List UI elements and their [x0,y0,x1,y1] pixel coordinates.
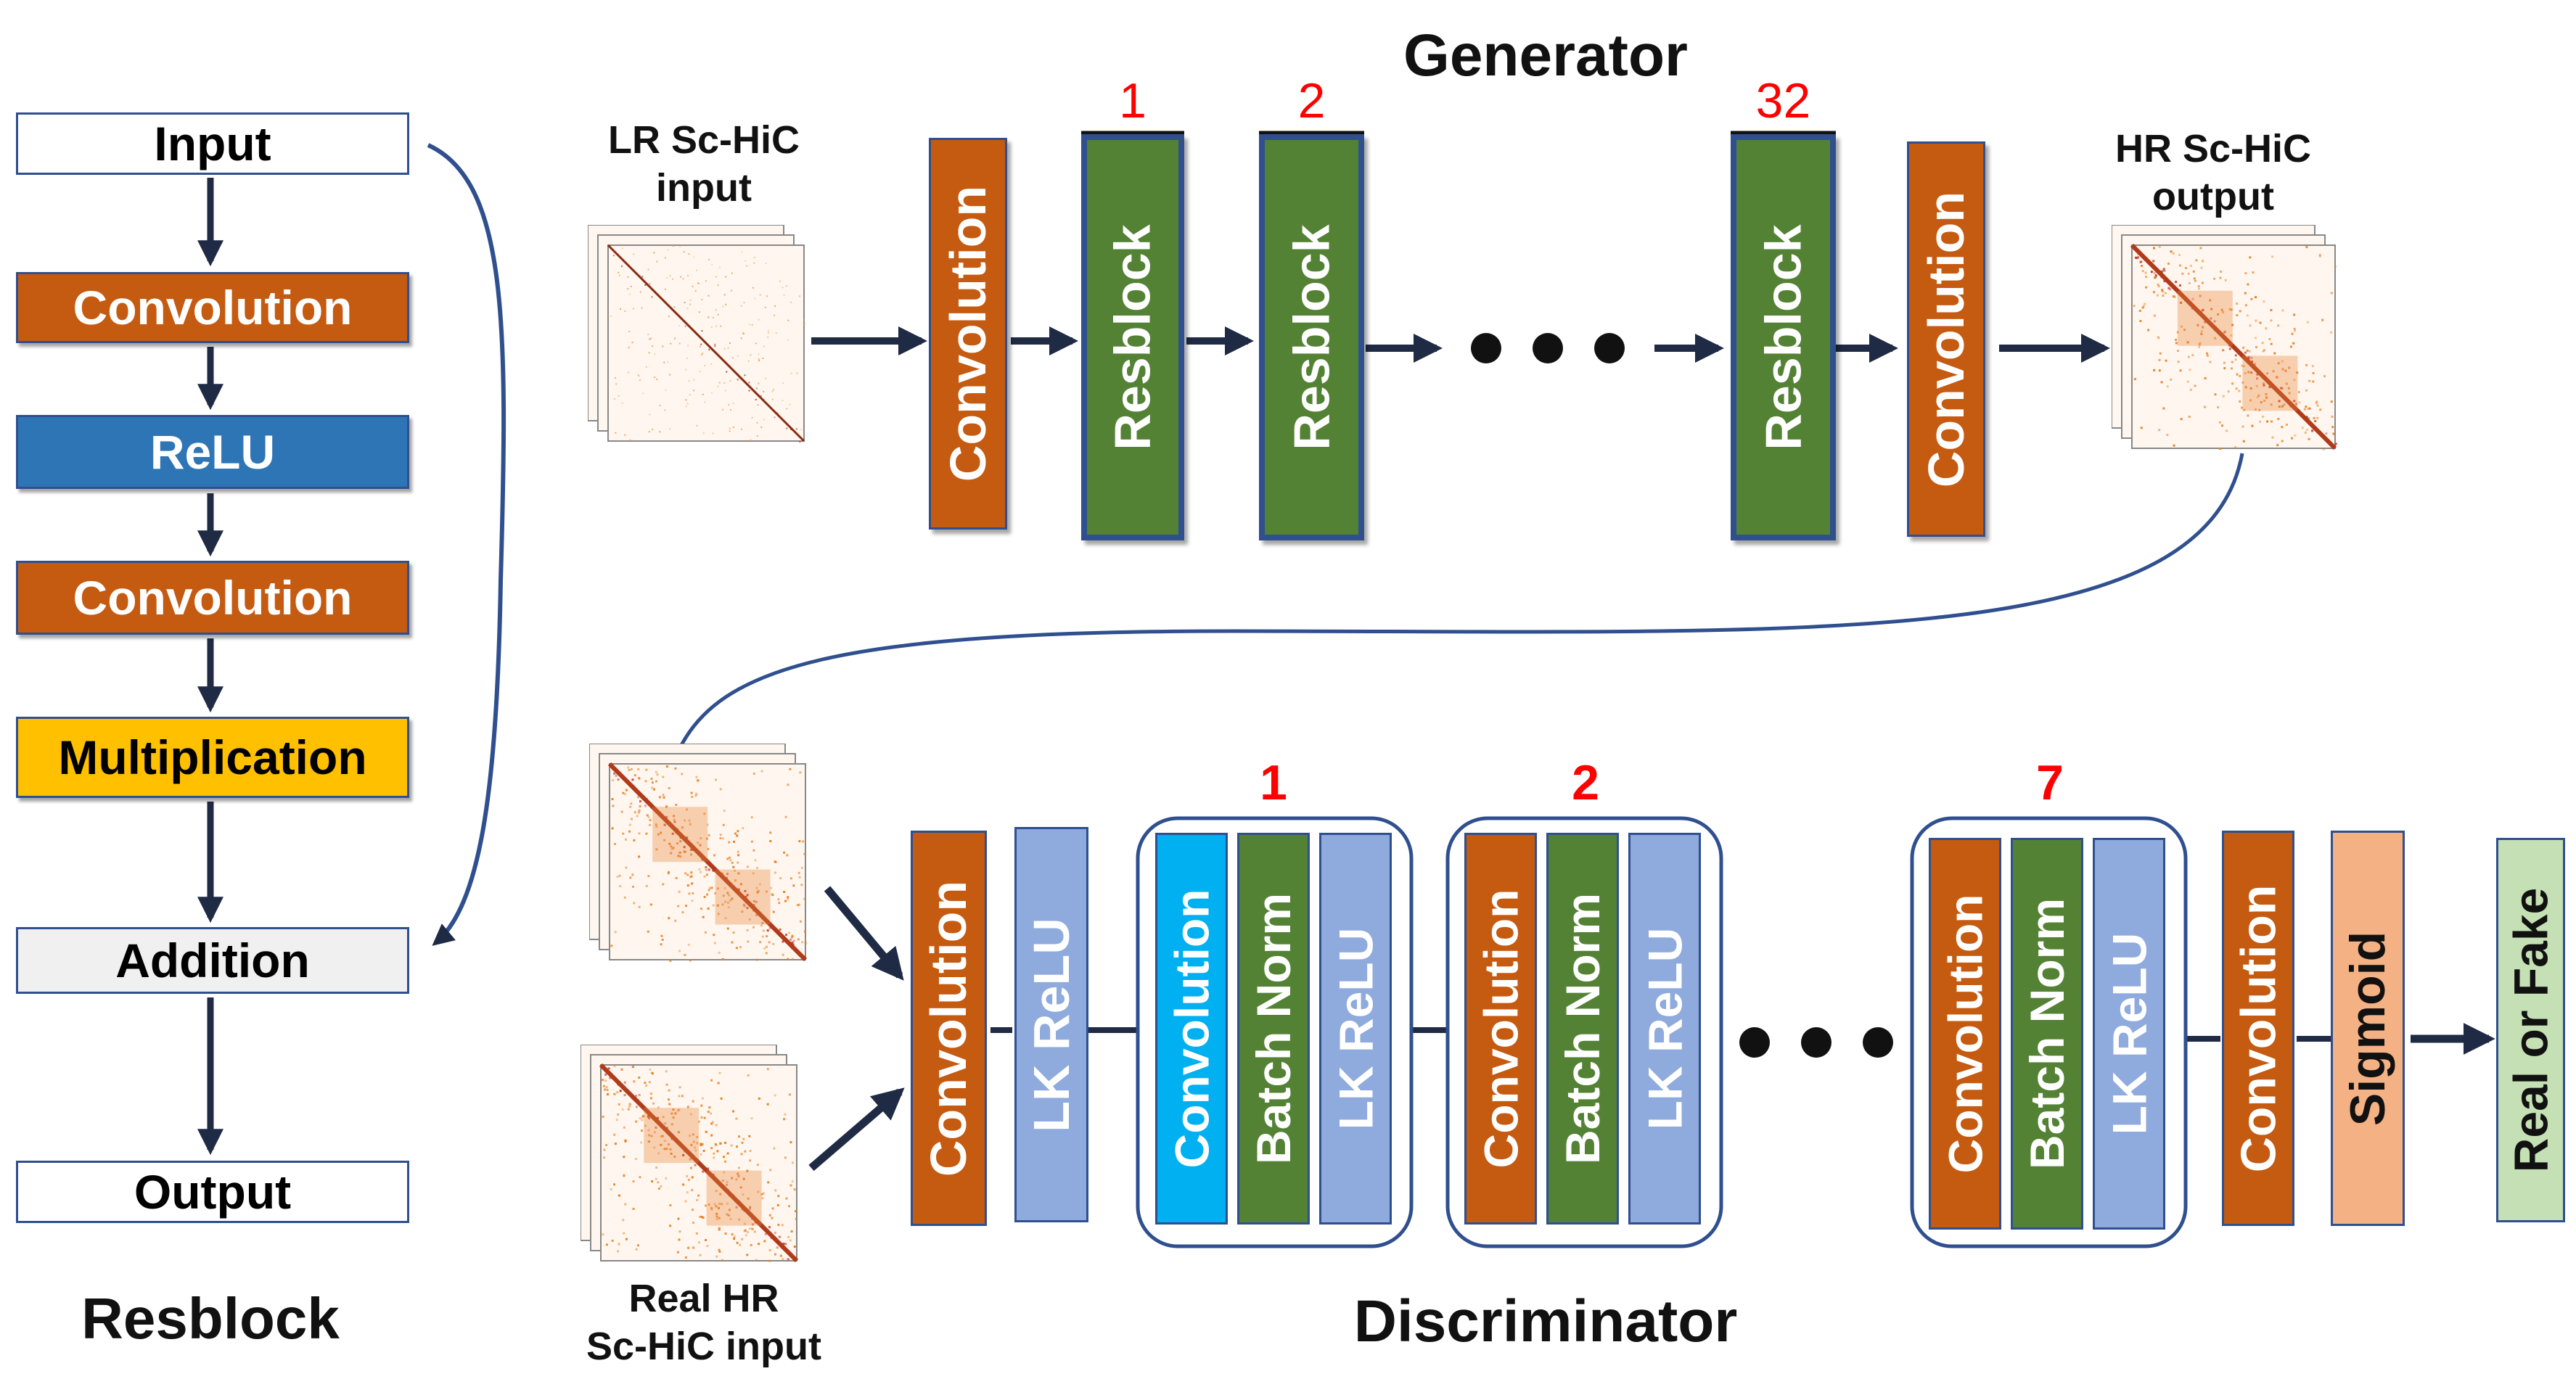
resblock-panel-title: Resblock [81,1286,340,1351]
generator-resblock-index-1: 1 [1119,73,1147,128]
generator-conv-out: Convolution [1907,141,1985,537]
discriminator-block-frames [1136,816,2188,1248]
generator-ellipsis-dots [1471,333,1625,363]
generator-conv-in: Convolution [929,138,1007,530]
generator-to-discriminator-curve [676,453,2244,752]
discriminator-ellipsis-dots [1739,1027,1893,1058]
generator-resblock-index-2: 2 [1297,73,1326,128]
generator-resblock-2: Resblock [1259,134,1364,540]
lr-schic-input-stack [588,225,805,443]
resblock-step-addition-label: Addition [115,934,310,987]
resblock-step-input: Input [16,112,409,175]
generator-resblock-index-32: 32 [1755,73,1811,128]
real-hr-input-stack [581,1045,799,1263]
lr-input-caption-line-2: input [656,166,752,210]
generator-resblock-2-label: Resblock [1283,224,1340,450]
hr-schic-output-stack [2112,225,2337,450]
lr-input-caption-line-1: LR Sc-HiC [607,118,800,162]
discriminator-block-2-conv-label: Convolution [1474,889,1528,1169]
discriminator-block-1-batchnorm: Batch Norm [1237,833,1310,1225]
generator-flow-arrows [811,326,2110,363]
discriminator-conv-in: Convolution [911,831,987,1226]
discriminator-block-2-lkrelu: LK ReLU [1628,833,1701,1225]
resblock-step-output-label: Output [134,1165,292,1219]
discriminator-block-7-lkrelu-label: LK ReLU [2102,932,2157,1135]
resblock-step-relu-label: ReLU [149,425,276,479]
resblock-step-addition: Addition [16,927,409,994]
discriminator-block-1-lkrelu: LK ReLU [1319,833,1392,1225]
discriminator-sigmoid-label: Sigmoid [2340,931,2395,1126]
resblock-skip-connection [427,143,506,946]
generator-resblock-1: Resblock [1081,134,1184,540]
discriminator-block-7-batchnorm: Batch Norm [2011,838,2083,1230]
hr-output-caption-line-1: HR Sc-HiC [2114,127,2312,170]
discriminator-block-7-conv: Convolution [1929,838,2001,1230]
discriminator-conv-in-label: Convolution [920,880,977,1177]
generator-resblock-32-label: Resblock [1755,224,1812,450]
discriminator-block-2-batchnorm: Batch Norm [1546,833,1619,1225]
discriminator-block-7-lkrelu: LK ReLU [2093,838,2165,1230]
discriminator-conv-out-label: Convolution [2231,884,2286,1172]
generator-conv-out-label: Convolution [1918,191,1974,487]
resblock-step-multiplication: Multiplication [16,717,409,798]
discriminator-block-1-batchnorm-label: Batch Norm [1247,892,1300,1165]
discriminator-title: Discriminator [1353,1288,1738,1354]
discriminator-block-index-2: 2 [1572,755,1599,810]
discriminator-lkrelu-in-label: LK ReLU [1023,917,1080,1132]
resblock-step-convolution-2-label: Convolution [73,571,353,625]
discriminator-input-arrows [808,886,905,1172]
resblock-step-relu: ReLU [16,415,409,489]
generator-title: Generator [1403,22,1688,89]
generator-conv-in-label: Convolution [940,185,996,482]
discriminator-output-real-or-fake-label: Real or Fake [2503,887,2558,1173]
discriminator-block-2-lkrelu-label: LK ReLU [1638,927,1692,1130]
discriminator-block-1-conv-label: Convolution [1165,889,1219,1169]
resblock-step-convolution-1-label: Convolution [73,281,353,334]
real-hr-input-caption: Real HR Sc-HiC input [551,1275,856,1370]
discriminator-block-index-7: 7 [2036,755,2064,810]
discriminator-block-1-lkrelu-label: LK ReLU [1329,927,1383,1130]
discriminator-block-7-conv-label: Convolution [1938,894,1993,1174]
discriminator-connectors [990,1027,2331,1042]
discriminator-block-2-conv: Convolution [1464,833,1537,1225]
resblock-step-output: Output [16,1161,409,1223]
resblock-step-convolution-1: Convolution [16,272,409,343]
hr-output-caption: HR Sc-HiC output [2068,125,2358,221]
real-hr-input-caption-line-1: Real HR [628,1277,779,1320]
hr-output-caption-line-2: output [2152,175,2274,218]
resblock-step-input-label: Input [154,117,271,170]
resblock-step-convolution-2: Convolution [16,561,409,635]
real-hr-input-caption-line-2: Sc-HiC input [586,1325,821,1368]
lr-input-caption: LR Sc-HiC input [559,116,849,212]
discriminator-output-real-or-fake: Real or Fake [2496,838,2565,1222]
discriminator-lkrelu-in: LK ReLU [1014,827,1088,1222]
generated-hr-input-stack [589,744,808,962]
resblock-step-multiplication-label: Multiplication [58,730,367,784]
discriminator-block-7-batchnorm-label: Batch Norm [2020,897,2074,1170]
discriminator-block-2-batchnorm-label: Batch Norm [1556,892,1609,1165]
discriminator-sigmoid: Sigmoid [2331,831,2405,1226]
generator-resblock-1-label: Resblock [1104,224,1161,450]
generator-resblock-32: Resblock [1731,134,1836,540]
discriminator-block-1-conv: Convolution [1155,833,1228,1225]
discriminator-block-index-1: 1 [1260,755,1287,810]
discriminator-conv-out: Convolution [2222,831,2294,1226]
